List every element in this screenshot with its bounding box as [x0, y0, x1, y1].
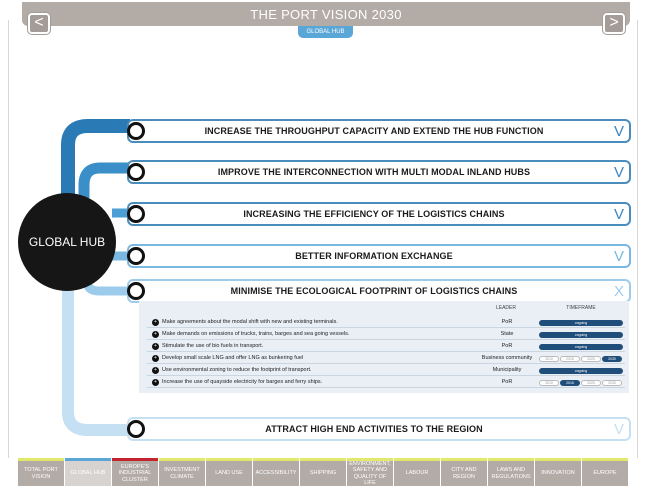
topic-label: INCREASING THE EFFICIENCY OF THE LOGISTI…	[243, 209, 505, 219]
topic-label: MINIMISE THE ECOLOGICAL FOOTPRINT OF LOG…	[230, 286, 518, 296]
section-subtab: GLOBAL HUB	[298, 26, 353, 38]
timeframe-bar: ongoing	[539, 320, 623, 326]
topic-throughput[interactable]: INCREASE THE THROUGHPUT CAPACITY AND EXT…	[127, 119, 631, 143]
tab-industrial-cluster[interactable]: EUROPE'S INDUSTRIAL CLUSTER	[112, 458, 158, 486]
tab-environment[interactable]: ENVIRONMENT, SAFETY AND QUALITY OF LIFE	[347, 458, 393, 486]
leader-value: PoR	[501, 379, 513, 385]
next-arrow-icon[interactable]: >	[603, 13, 625, 34]
tab-innovation[interactable]: INNOVATION	[535, 458, 581, 486]
tab-shipping[interactable]: SHIPPING	[300, 458, 346, 486]
topic-label: BETTER INFORMATION EXCHANGE	[295, 251, 453, 261]
topic-high-end-activities[interactable]: ATTRACT HIGH END ACTIVITIES TO THE REGIO…	[127, 417, 631, 441]
page-title: THE PORT VISION 2030	[250, 7, 402, 22]
global-hub-circle: GLOBAL HUB	[18, 193, 116, 291]
plus-circle-icon[interactable]: +	[152, 319, 159, 326]
leader-value: State	[500, 331, 514, 337]
expand-chevron-icon[interactable]: V	[613, 123, 624, 140]
topic-ecological-footprint[interactable]: MINIMISE THE ECOLOGICAL FOOTPRINT OF LOG…	[127, 279, 631, 303]
bullet-circle-icon	[127, 205, 145, 223]
timeframe-year: 2030	[602, 380, 622, 386]
column-header-timeframe: TIMEFRAME	[566, 305, 596, 311]
tab-accessibility[interactable]: ACCESSIBILITY	[253, 458, 299, 486]
previous-arrow-icon[interactable]: <	[28, 13, 50, 34]
tab-global-hub[interactable]: GLOBAL HUB	[65, 458, 111, 486]
bottom-tab-bar: TOTAL PORT VISION GLOBAL HUB EUROPE'S IN…	[18, 458, 630, 486]
topic-label: ATTRACT HIGH END ACTIVITIES TO THE REGIO…	[265, 424, 483, 434]
table-row: + Use environmental zoning to reduce the…	[147, 366, 625, 376]
topic-information[interactable]: BETTER INFORMATION EXCHANGE V	[127, 244, 631, 268]
table-row: + Stimulate the use of bio fuels in tran…	[147, 342, 625, 352]
tab-europe[interactable]: EUROPE	[582, 458, 628, 486]
topic-label: IMPROVE THE INTERCONNECTION WITH MULTI M…	[217, 167, 531, 177]
topic-efficiency[interactable]: INCREASING THE EFFICIENCY OF THE LOGISTI…	[127, 202, 631, 226]
table-row: + Make demands on emissions of trucks, t…	[147, 330, 625, 340]
table-row: + Develop small scale LNG and offer LNG …	[147, 354, 625, 364]
tab-city-and-region[interactable]: CITY AND REGION	[441, 458, 487, 486]
action-text: Develop small scale LNG and offer LNG as…	[162, 355, 304, 361]
plus-circle-icon[interactable]: +	[152, 367, 159, 374]
frame-border	[637, 20, 638, 458]
detail-table: LEADER TIMEFRAME + Make agreements about…	[139, 301, 629, 393]
expand-chevron-icon[interactable]: V	[613, 164, 624, 181]
bullet-circle-icon	[127, 163, 145, 181]
timeframe-year: 2010	[539, 380, 559, 386]
leader-value: Business community	[481, 355, 533, 361]
leader-value: Municipality	[492, 367, 522, 373]
plus-circle-icon[interactable]: +	[152, 379, 159, 386]
action-text: Stimulate the use of bio fuels in transp…	[162, 343, 264, 349]
bullet-circle-icon	[127, 122, 145, 140]
timeframe-year: 2015	[560, 356, 580, 362]
table-row: + Increase the use of quayside electrici…	[147, 378, 625, 388]
timeframe-year: 2015	[560, 380, 580, 386]
timeframe-year: 2030	[602, 356, 622, 362]
tab-laws-and-regulations[interactable]: LAWS AND REGULATIONS	[488, 458, 534, 486]
timeframe-year: 2020	[581, 380, 601, 386]
bullet-circle-icon	[127, 282, 145, 300]
plus-circle-icon[interactable]: +	[152, 331, 159, 338]
collapse-x-icon[interactable]: X	[613, 283, 624, 300]
leader-value: PoR	[501, 343, 513, 349]
action-text: Use environmental zoning to reduce the f…	[162, 367, 312, 373]
timeframe-year: 2010	[539, 356, 559, 362]
timeframe-bar: ongoing	[539, 332, 623, 338]
expand-chevron-icon[interactable]: V	[613, 248, 624, 265]
expand-chevron-icon[interactable]: V	[613, 206, 624, 223]
tab-land-use[interactable]: LAND USE	[206, 458, 252, 486]
plus-circle-icon[interactable]: +	[152, 355, 159, 362]
action-text: Make agreements about the modal shift wi…	[162, 319, 338, 325]
topic-interconnection[interactable]: IMPROVE THE INTERCONNECTION WITH MULTI M…	[127, 160, 631, 184]
table-row: + Make agreements about the modal shift …	[147, 318, 625, 328]
bullet-circle-icon	[127, 247, 145, 265]
timeframe-bar: ongoing	[539, 368, 623, 374]
detail-header: LEADER TIMEFRAME	[139, 301, 629, 314]
column-header-leader: LEADER	[495, 305, 516, 311]
action-text: Increase the use of quayside electricity…	[162, 379, 323, 385]
action-text: Make demands on emissions of trucks, tra…	[162, 331, 350, 337]
bullet-circle-icon	[127, 420, 145, 438]
frame-border	[8, 20, 9, 458]
timeframe-bar: ongoing	[539, 344, 623, 350]
timeframe-year: 2020	[581, 356, 601, 362]
leader-value: PoR	[501, 319, 513, 325]
plus-circle-icon[interactable]: +	[152, 343, 159, 350]
expand-chevron-icon[interactable]: V	[613, 421, 624, 438]
tab-labour[interactable]: LABOUR	[394, 458, 440, 486]
tab-investment-climate[interactable]: INVESTMENT CLIMATE	[159, 458, 205, 486]
header-bar: THE PORT VISION 2030	[22, 2, 630, 26]
topic-label: INCREASE THE THROUGHPUT CAPACITY AND EXT…	[204, 126, 544, 136]
tab-total-port-vision[interactable]: TOTAL PORT VISION	[18, 458, 64, 486]
